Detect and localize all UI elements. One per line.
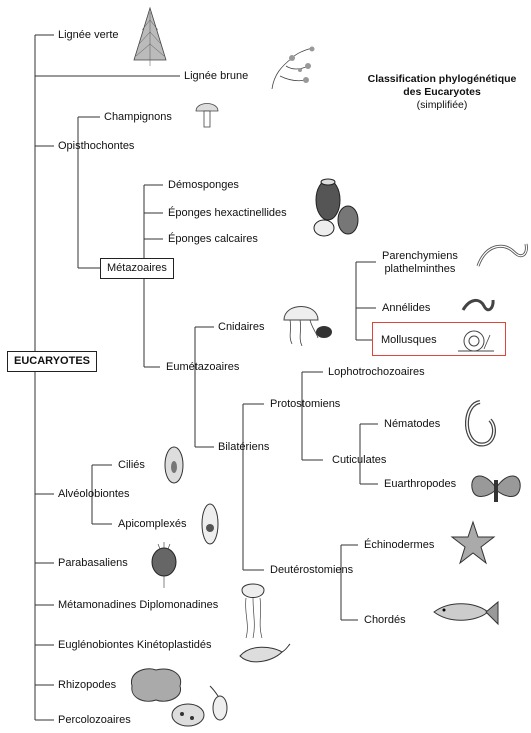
taxon-opisthochontes: Opisthochontes bbox=[58, 140, 134, 153]
taxon-metazoaires: Métazoaires bbox=[100, 258, 174, 279]
taxon-euglenobiontes: Euglénobiontes Kinétoplastidés bbox=[58, 639, 212, 652]
taxon-protostomiens: Protostomiens bbox=[270, 398, 340, 411]
taxon-deuterostomiens: Deutérostomiens bbox=[270, 564, 353, 577]
metamonad-icon bbox=[236, 580, 270, 640]
taxon-nematodes: Nématodes bbox=[384, 418, 440, 431]
apicomplexan-icon bbox=[196, 502, 224, 548]
title-line-2: des Eucaryotes bbox=[403, 86, 481, 98]
taxon-lignee-brune: Lignée brune bbox=[184, 70, 248, 83]
title-line-1: Classification phylogénétique bbox=[368, 73, 517, 85]
taxon-cilies: Ciliés bbox=[118, 459, 145, 472]
starfish-icon bbox=[450, 520, 496, 566]
euglena-icon bbox=[236, 640, 292, 670]
taxon-rhizopodes: Rhizopodes bbox=[58, 679, 116, 692]
taxon-eponges-hexactinellides: Éponges hexactinellides bbox=[168, 207, 287, 220]
taxon-lophotrochozoaires: Lophotrochozoaires bbox=[328, 366, 425, 379]
taxon-chordes: Chordés bbox=[364, 614, 406, 627]
taxon-parenchymiens-line1: Parenchymiens bbox=[382, 250, 458, 262]
taxon-lignee-verte: Lignée verte bbox=[58, 29, 119, 42]
taxon-apicomplexes: Apicomplexés bbox=[118, 518, 186, 531]
taxon-cuticulates: Cuticulates bbox=[332, 454, 386, 467]
flagellate-icon bbox=[206, 684, 234, 726]
fish-icon bbox=[432, 594, 500, 632]
ciliate-icon bbox=[160, 443, 188, 487]
taxon-demosponges: Démosponges bbox=[168, 179, 239, 192]
taxon-cnidaires: Cnidaires bbox=[218, 321, 264, 334]
parabasalid-icon bbox=[144, 538, 184, 590]
annelid-worm-icon bbox=[460, 294, 496, 318]
mushroom-icon bbox=[194, 97, 220, 131]
taxon-eponges-calcaires: Éponges calcaires bbox=[168, 233, 258, 246]
brown-algae-icon bbox=[262, 44, 318, 94]
taxon-alveolobiontes: Alvéolobiontes bbox=[58, 488, 130, 501]
taxon-mollusques: Mollusques bbox=[381, 334, 437, 346]
root-eucaryotes: EUCARYOTES bbox=[7, 351, 97, 372]
taxon-champignons: Champignons bbox=[104, 111, 172, 124]
taxon-euarthropodes: Euarthropodes bbox=[384, 478, 468, 491]
taxon-eumetazoaires: Eumétazoaires bbox=[166, 361, 239, 374]
percolozoan-icon bbox=[168, 700, 210, 730]
snail-icon bbox=[456, 327, 496, 355]
title-line-3: (simplifiée) bbox=[417, 99, 468, 111]
taxon-annelides: Annélides bbox=[382, 302, 430, 315]
taxon-bilateriens: Bilatériens bbox=[218, 441, 269, 454]
taxon-metamonadines: Métamonadines Diplomonadines bbox=[58, 599, 218, 612]
diagram-title: Classification phylogénétique des Eucary… bbox=[352, 73, 531, 112]
taxon-parenchymiens-line2: plathelminthes bbox=[384, 263, 455, 275]
conifer-tree-icon bbox=[130, 6, 170, 68]
taxon-echinodermes: Échinodermes bbox=[364, 539, 434, 552]
moth-icon bbox=[468, 468, 524, 510]
jellyfish-icon bbox=[278, 298, 334, 348]
flatworm-icon bbox=[474, 236, 530, 276]
nematode-icon bbox=[460, 398, 500, 450]
taxon-percolozoaires: Percolozoaires bbox=[58, 714, 131, 727]
taxon-parenchymiens: Parenchymiens plathelminthes bbox=[382, 250, 458, 276]
taxon-parabasaliens: Parabasaliens bbox=[58, 557, 128, 570]
sponge-icon bbox=[310, 176, 360, 242]
